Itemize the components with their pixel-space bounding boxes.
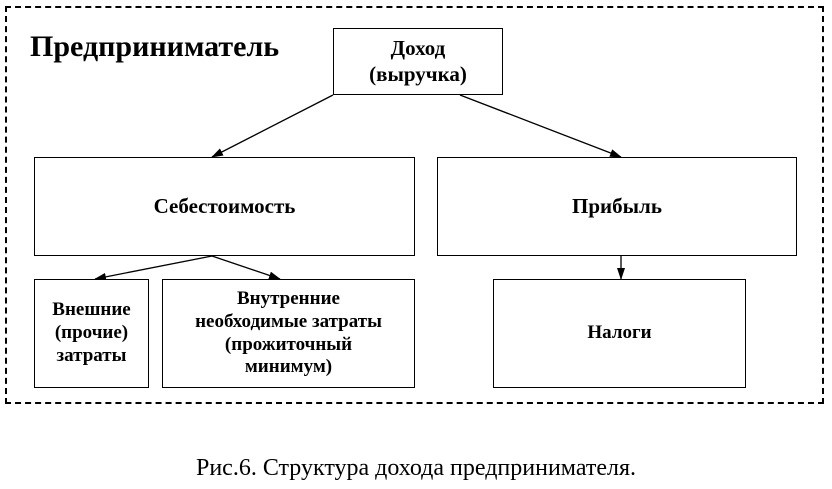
arrow-cost-to-external [94, 255, 213, 281]
external-costs-node: Внешние (прочие) затраты [34, 279, 149, 388]
taxes-node-label: Налоги [587, 322, 652, 344]
figure-caption: Рис.6. Структура дохода предпринимателя. [195, 455, 636, 481]
external-costs-node-label: Внешние (прочие) затраты [52, 299, 131, 366]
arrow-cost-to-internal [211, 255, 281, 280]
income-node: Доход (выручка) [333, 28, 503, 95]
profit-node: Прибыль [437, 157, 797, 256]
cost-node-label: Себестоимость [153, 193, 296, 218]
income-node-label: Доход (выручка) [369, 36, 467, 86]
cost-node: Себестоимость [34, 157, 415, 256]
entrepreneur-boundary-frame [5, 6, 824, 404]
arrow-income-to-profit [459, 94, 622, 158]
internal-costs-node: Внутренние необходимые затраты (прожиточ… [162, 279, 415, 388]
entrepreneur-label: Предприниматель [30, 30, 280, 63]
taxes-node: Налоги [493, 279, 746, 388]
arrow-income-to-cost [211, 94, 334, 158]
profit-node-label: Прибыль [572, 193, 662, 218]
internal-costs-node-label: Внутренние необходимые затраты (прожиточ… [195, 287, 382, 378]
